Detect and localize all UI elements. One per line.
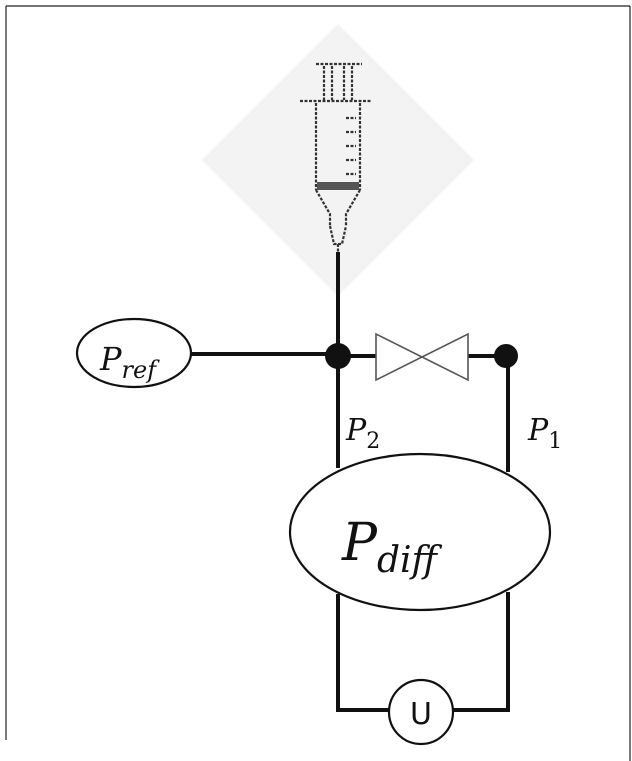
diff-sensor-base: P bbox=[341, 513, 378, 573]
svg-text:Pref: Pref bbox=[99, 340, 160, 384]
voltage-meter: U bbox=[387, 678, 455, 746]
syringe-icon bbox=[300, 62, 372, 254]
svg-text:Pdiff: Pdiff bbox=[341, 513, 443, 581]
port-2-label: P2 bbox=[345, 413, 380, 454]
diff-sensor-sub: diff bbox=[377, 540, 443, 581]
port-1-label: P1 bbox=[527, 413, 562, 454]
figure-frame bbox=[5, 5, 631, 761]
syringe-backdrop bbox=[202, 24, 474, 296]
valve-icon bbox=[375, 332, 469, 382]
voltage-meter-label: U bbox=[410, 697, 432, 732]
reference-pressure-sensor: Pref bbox=[75, 317, 193, 389]
junction-dot-left bbox=[325, 343, 351, 369]
circuit-wires bbox=[190, 252, 510, 712]
differential-pressure-sensor: Pdiff bbox=[288, 452, 552, 612]
junction-dot-right bbox=[494, 344, 518, 368]
reference-sensor-sub: ref bbox=[122, 356, 161, 384]
reference-sensor-base: P bbox=[99, 340, 122, 378]
